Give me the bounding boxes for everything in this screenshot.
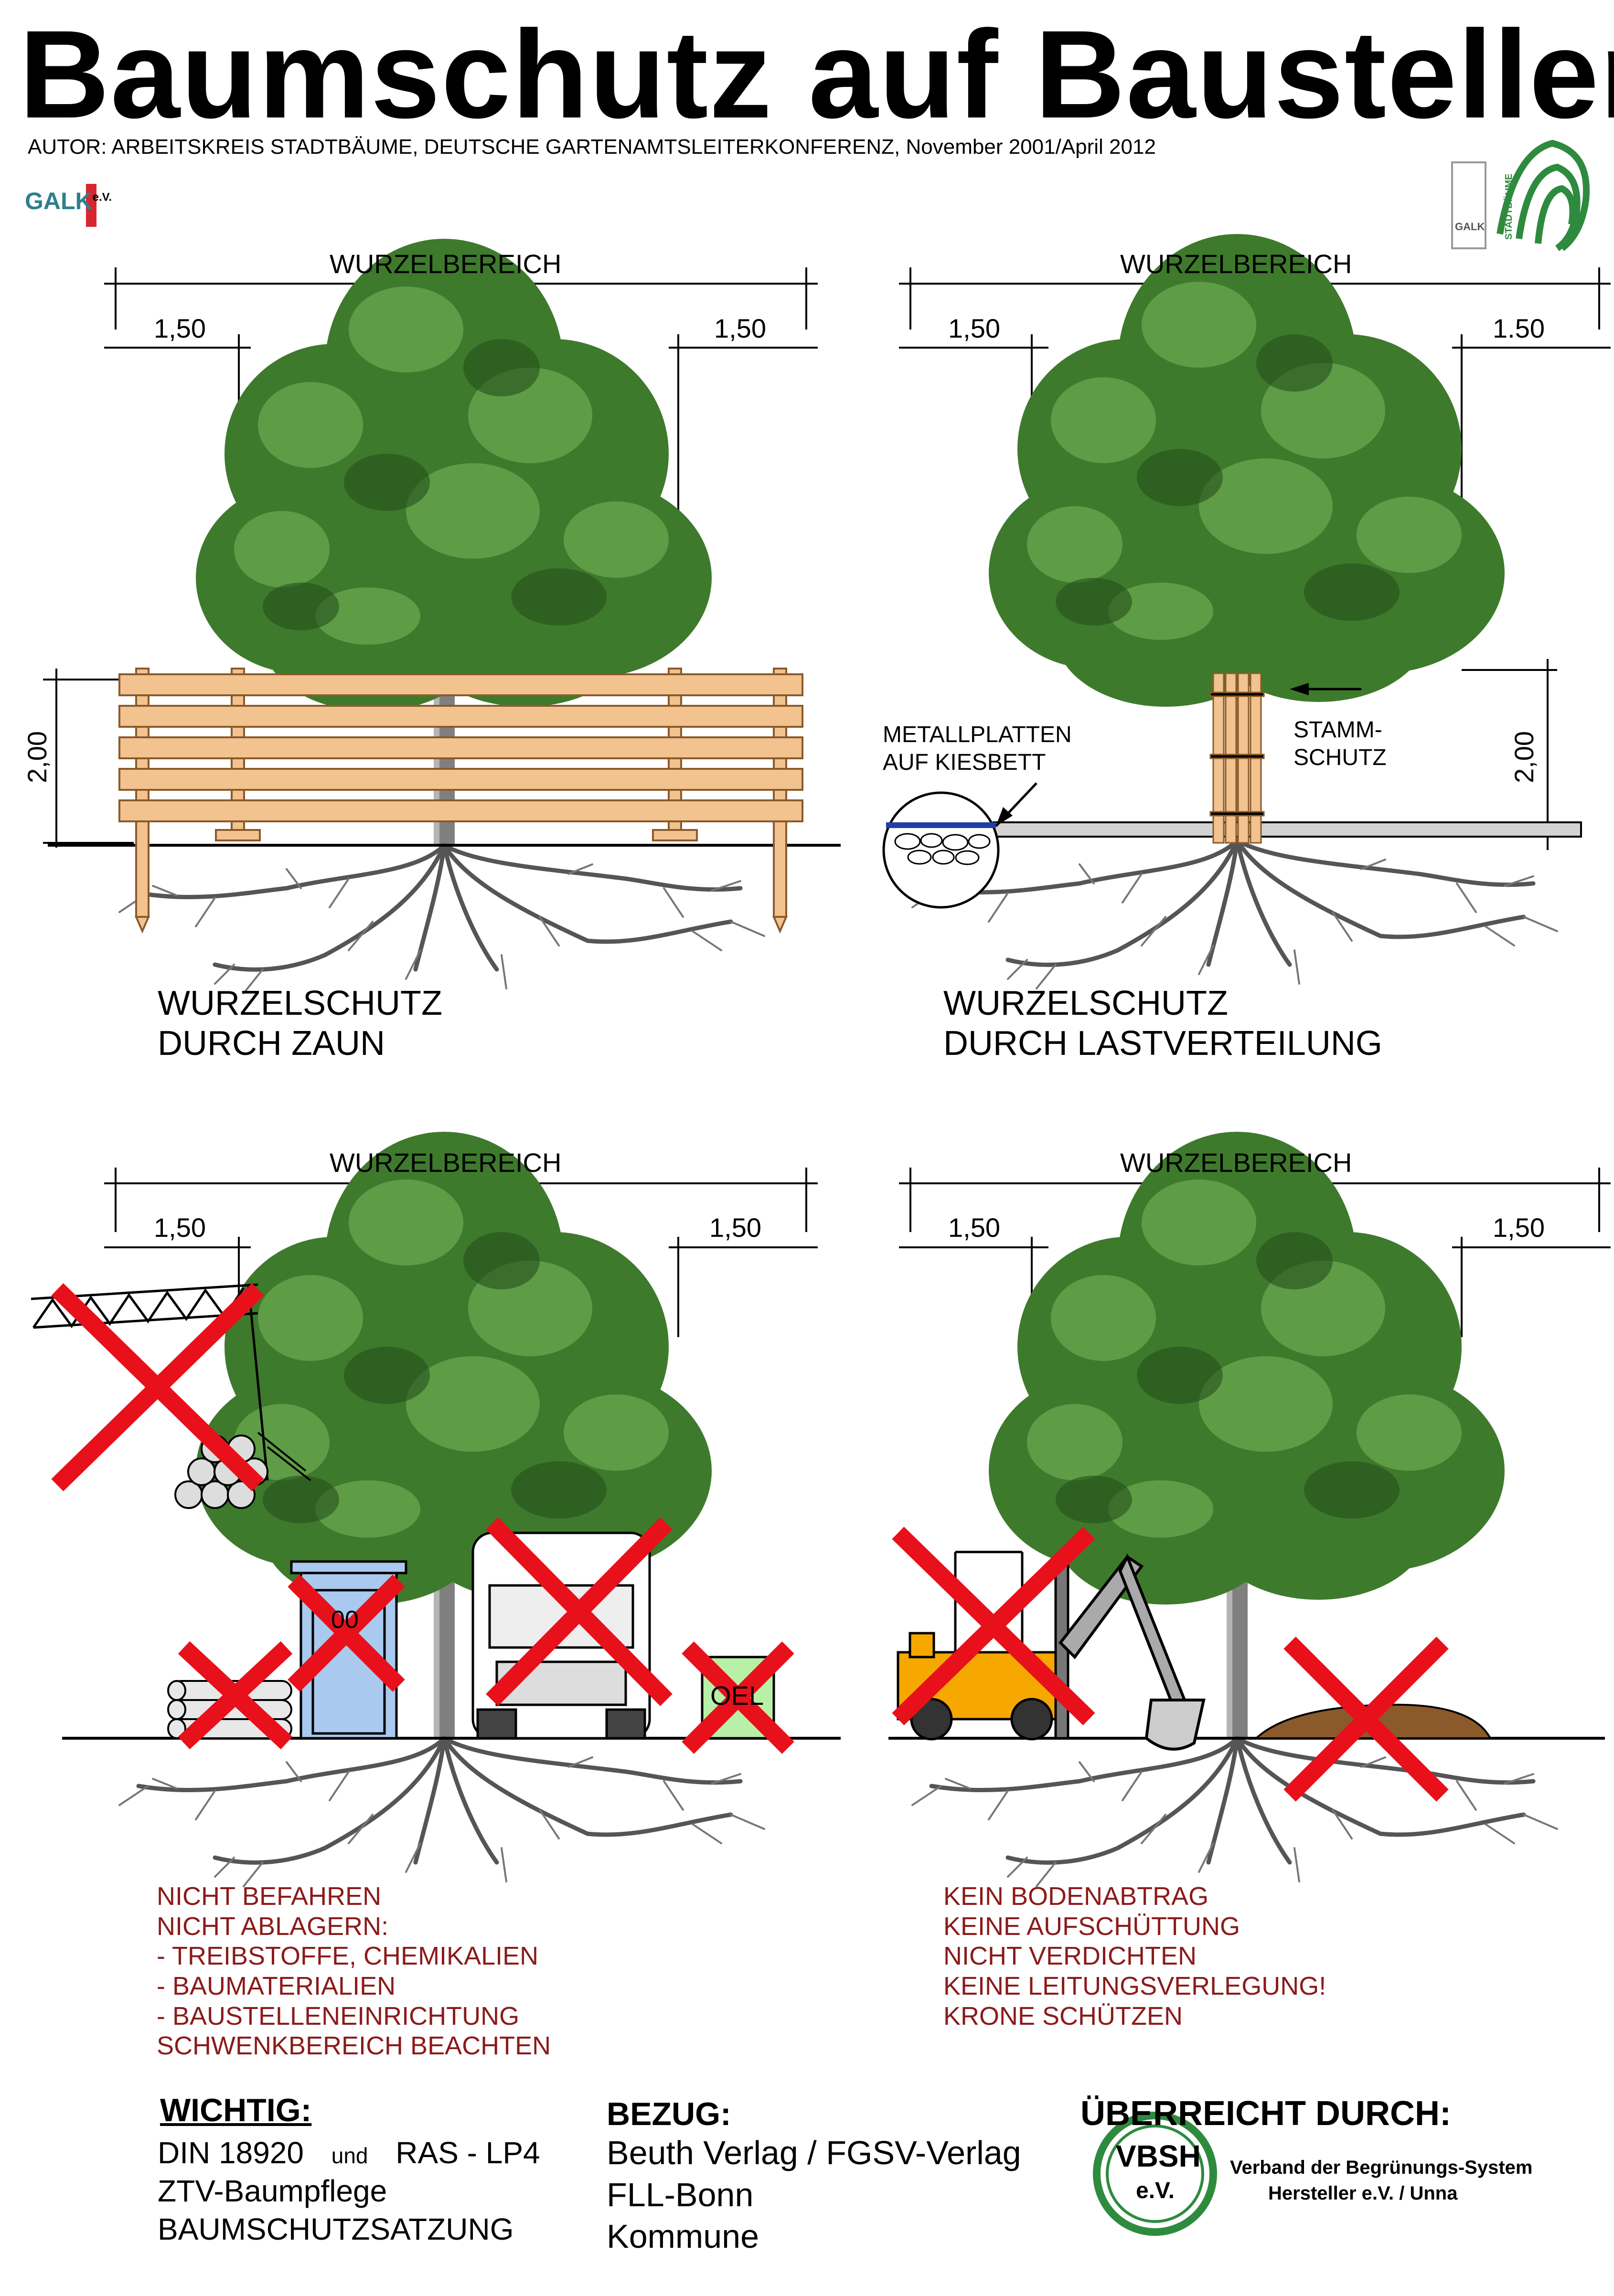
p2-trunk-line1: STAMM- (1293, 717, 1382, 743)
vbsh-logo (1093, 2112, 1217, 2236)
p1-root-zone-label: WURZELBEREICH (330, 249, 562, 279)
p3-root-zone-label: WURZELBEREICH (330, 1148, 562, 1178)
p3-dim-right: 1,50 (709, 1212, 761, 1243)
wichtig-title: WICHTIG: (160, 2092, 312, 2128)
wichtig-und: und (331, 2143, 368, 2168)
p3-rule-5: - BAUSTELLENEINRICHTUNG (157, 2001, 520, 2030)
vbsh-logo-ev: e.V. (1136, 2178, 1175, 2203)
galk-logo-left-name: GALK (25, 188, 93, 214)
p4-dim-right: 1,50 (1493, 1212, 1545, 1243)
p2-caption-line2: DURCH LASTVERTEILUNG (943, 1024, 1382, 1063)
galk-logo-text: GALKe.V. (25, 187, 112, 215)
p3-rule-3: - TREIBSTOFFE, CHEMIKALIEN (157, 1942, 539, 1971)
galk-logo-left-ev: e.V. (92, 191, 112, 204)
wichtig-line3: BAUMSCHUTZSATZUNG (158, 2212, 514, 2246)
oil-label: OEL (710, 1680, 764, 1711)
p4-root-zone-label: WURZELBEREICH (1120, 1148, 1352, 1178)
p3-rule-2: NICHT ABLAGERN: (157, 1912, 389, 1941)
p2-plates-line2: AUF KIESBETT (883, 749, 1046, 775)
p4-rules: KEIN BODENABTRAG KEINE AUFSCHÜTTUNG NICH… (943, 1881, 1326, 2031)
p2-height-label: 2,00 (1509, 731, 1539, 783)
p2-caption-line1: WURZELSCHUTZ (943, 984, 1228, 1022)
p2-trunk-line2: SCHUTZ (1293, 744, 1387, 770)
stadtbaeume-logo (1451, 139, 1590, 251)
p2-plates-label: METALLPLATTEN AUF KIESBETT (883, 721, 1072, 776)
p1-dim-left: 1,50 (154, 313, 206, 343)
p1-dim-right: 1,50 (714, 313, 766, 343)
p1-caption-line2: DURCH ZAUN (158, 1024, 385, 1063)
vbsh-logo-name: VBSH (1116, 2139, 1201, 2173)
vbsh-line2: Hersteller e.V. / Unna (1268, 2183, 1458, 2204)
p3-dim-left: 1,50 (154, 1212, 206, 1243)
wichtig-line2: ZTV-Baumpflege (158, 2174, 387, 2208)
wichtig-line1: DIN 18920 und RAS - LP4 (158, 2134, 540, 2172)
load-distribution-plates (882, 782, 1582, 909)
toilet-label: 00 (331, 1606, 359, 1634)
p1-caption-line1: WURZELSCHUTZ (158, 984, 442, 1022)
bezug-line2: FLL-Bonn (607, 2176, 754, 2213)
p4-rule-3: NICHT VERDICHTEN (943, 1942, 1197, 1971)
p4-dim-left: 1,50 (948, 1212, 1000, 1243)
excavator-arm (1058, 1553, 1206, 1751)
p2-trunk-label: STAMM- SCHUTZ (1293, 716, 1387, 771)
ueberreicht-title: ÜBERREICHT DURCH: (1080, 2094, 1451, 2133)
p4-rule-2: KEINE AUFSCHÜTTUNG (943, 1912, 1240, 1941)
p3-rules: NICHT BEFAHREN NICHT ABLAGERN: - TREIBST… (157, 1881, 551, 2061)
p1-height-label: 2,00 (22, 731, 52, 783)
wichtig-block: DIN 18920 und RAS - LP4 ZTV-Baumpflege B… (158, 2134, 540, 2248)
p1-caption: WURZELSCHUTZ DURCH ZAUN (158, 984, 442, 1063)
stadtbaeume-logo-text: STADTBÄUME (1504, 173, 1514, 240)
bezug-block: Beuth Verlag / FGSV-Verlag FLL-Bonn Komm… (607, 2132, 1021, 2258)
p3-rule-4: - BAUMATERIALIEN (157, 1971, 396, 2000)
author-line: AUTOR: ARBEITSKREIS STADTBÄUME, DEUTSCHE… (28, 135, 1156, 159)
p3-rule-6: SCHWENKBEREICH BEACHTEN (157, 2031, 551, 2061)
p2-plates-line1: METALLPLATTEN (883, 722, 1072, 747)
p2-root-zone-label: WURZELBEREICH (1120, 249, 1352, 279)
p4-rule-4: KEINE LEITUNGSVERLEGUNG! (943, 1971, 1326, 2000)
p2-dim-right: 1.50 (1493, 313, 1545, 343)
bezug-line1: Beuth Verlag / FGSV-Verlag (607, 2134, 1021, 2171)
bezug-title: BEZUG: (607, 2096, 731, 2132)
wichtig-ras: RAS - LP4 (395, 2136, 540, 2170)
p3-rule-1: NICHT BEFAHREN (157, 1882, 382, 1911)
p2-dim-left: 1,50 (948, 313, 1000, 343)
trunk-protection (1209, 672, 1265, 844)
galk-logo-left (86, 184, 96, 227)
p4-rule-1: KEIN BODENABTRAG (943, 1882, 1209, 1911)
p2-caption: WURZELSCHUTZ DURCH LASTVERTEILUNG (943, 984, 1382, 1063)
vbsh-line1: Verband der Begrünungs-System (1230, 2157, 1533, 2178)
page-title: Baumschutz auf Baustellen (19, 4, 1614, 144)
p4-rule-5: KRONE SCHÜTZEN (943, 2001, 1183, 2030)
protective-fence (118, 668, 803, 934)
galk-logo-right-name: GALK (1455, 221, 1485, 233)
vbsh-description: Verband der Begrünungs-System Hersteller… (1230, 2155, 1532, 2206)
wichtig-din: DIN 18920 (158, 2136, 304, 2170)
bezug-line3: Kommune (607, 2218, 759, 2255)
